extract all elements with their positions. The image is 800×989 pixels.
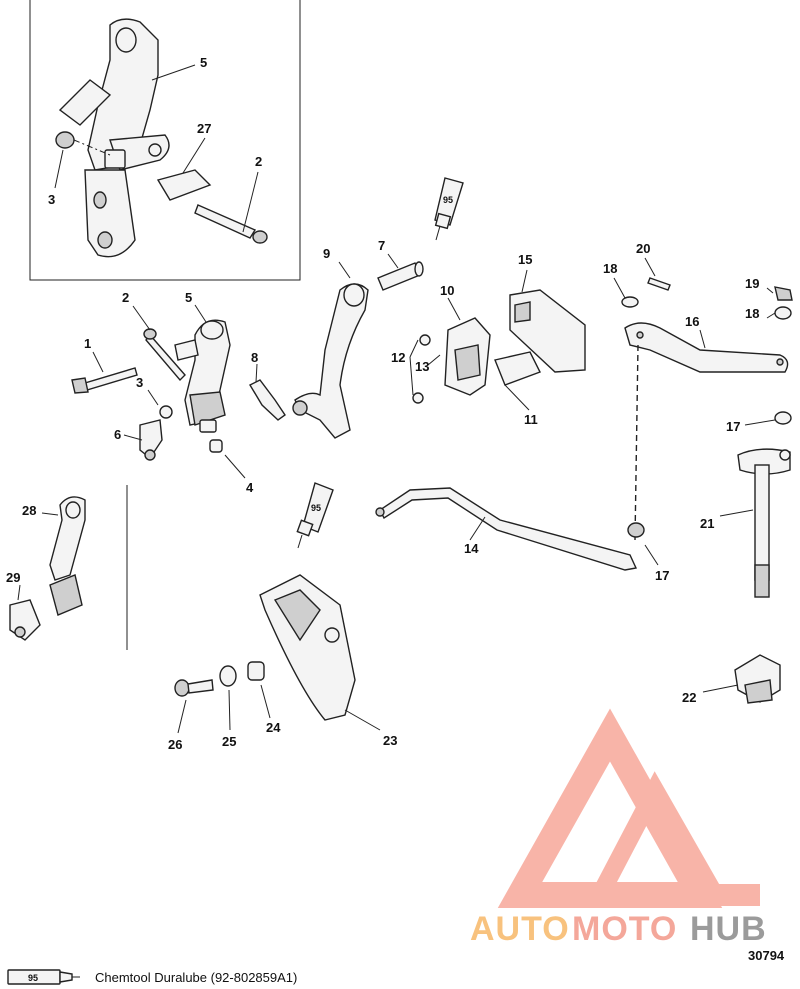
callout-15: 15 xyxy=(518,252,532,267)
legend: 95 Chemtool Duralube (92-802859A1) xyxy=(7,969,297,985)
callout-23: 23 xyxy=(383,733,397,748)
diagram-number: 30794 xyxy=(748,948,785,963)
callout-18: 18 xyxy=(603,261,617,276)
callout-8: 8 xyxy=(251,350,258,365)
callout-17: 17 xyxy=(726,419,740,434)
washers-18-19-20 xyxy=(621,277,793,538)
watermark-wordmark: AUTO MOTO HUB xyxy=(470,910,767,948)
callout-6: 6 xyxy=(114,427,121,442)
sensor-22 xyxy=(734,654,781,704)
callout-29: 29 xyxy=(6,570,20,585)
callout-7: 7 xyxy=(378,238,385,253)
clip-29 xyxy=(9,599,41,641)
callout-13: 13 xyxy=(415,359,429,374)
callout-10: 10 xyxy=(440,283,454,298)
callout-25: 25 xyxy=(222,734,236,749)
callout-20: 20 xyxy=(636,241,650,256)
callout-1: 1 xyxy=(84,336,91,351)
cam-arm-9 xyxy=(292,283,369,439)
main-clip-8 xyxy=(249,379,286,421)
watermark-text-moto: MOTO xyxy=(572,910,677,948)
callout-2: 2 xyxy=(255,154,262,169)
legend-tube-icon: 95 xyxy=(7,969,80,985)
main-nut-3 xyxy=(159,405,173,419)
callout-4: 4 xyxy=(246,480,254,495)
leader-lines xyxy=(17,64,776,734)
callout-21: 21 xyxy=(700,516,714,531)
inset-bolt xyxy=(194,204,268,244)
cover-23 xyxy=(259,574,356,721)
bushing-24 xyxy=(247,661,265,681)
callout-16: 16 xyxy=(685,314,699,329)
callout-24: 24 xyxy=(266,720,281,735)
lubricant-tube-lower: 95 xyxy=(296,482,334,549)
main-link-6 xyxy=(139,419,163,461)
inset-throttle-cam-bracket xyxy=(58,18,170,258)
callout-3: 3 xyxy=(48,192,55,207)
shaft-21 xyxy=(737,448,791,598)
lubricant-tube-lower-label: 95 xyxy=(311,503,321,513)
callout-14: 14 xyxy=(464,541,479,556)
callout-26: 26 xyxy=(168,737,182,752)
callout-18-right: 18 xyxy=(745,306,759,321)
inset-border xyxy=(29,0,301,281)
actuator-10-11 xyxy=(412,317,541,404)
watermark-text-hub: HUB xyxy=(690,910,767,948)
inset-nut xyxy=(55,131,111,156)
lubricant-tube-top: 95 xyxy=(434,177,464,241)
legend-text: Chemtool Duralube (92-802859A1) xyxy=(95,970,297,985)
link-rod-14 xyxy=(375,487,638,571)
callout-labels: 5 27 2 3 9 7 15 20 18 19 18 16 2 5 1 10 … xyxy=(6,55,759,752)
callout-2-main: 2 xyxy=(122,290,129,305)
main-long-bolt xyxy=(71,367,138,394)
main-throttle-lever xyxy=(174,319,231,433)
washer-25 xyxy=(219,665,237,687)
watermark-logo xyxy=(497,708,760,908)
callout-19: 19 xyxy=(745,276,759,291)
callout-5: 5 xyxy=(200,55,207,70)
watermark-text-auto: AUTO xyxy=(470,910,570,948)
inset-spacer xyxy=(156,169,212,201)
link-16 xyxy=(624,322,789,373)
callout-3-main: 3 xyxy=(136,375,143,390)
screw-26 xyxy=(174,679,214,697)
callout-9: 9 xyxy=(323,246,330,261)
lever-28 xyxy=(49,496,86,616)
callout-11: 11 xyxy=(524,412,538,427)
lubricant-tube-top-label: 95 xyxy=(443,195,453,205)
legend-tube-label: 95 xyxy=(28,973,38,983)
callout-28: 28 xyxy=(22,503,36,518)
callout-5-main: 5 xyxy=(185,290,192,305)
main-screw xyxy=(143,328,186,382)
main-sleeve-4 xyxy=(209,439,223,453)
bracket-15 xyxy=(509,289,586,373)
dashed-axis-16-17 xyxy=(634,344,639,541)
callout-27: 27 xyxy=(197,121,211,136)
callout-22: 22 xyxy=(682,690,696,705)
pin-7 xyxy=(377,261,424,291)
callout-12: 12 xyxy=(391,350,405,365)
callout-17-lower: 17 xyxy=(655,568,669,583)
